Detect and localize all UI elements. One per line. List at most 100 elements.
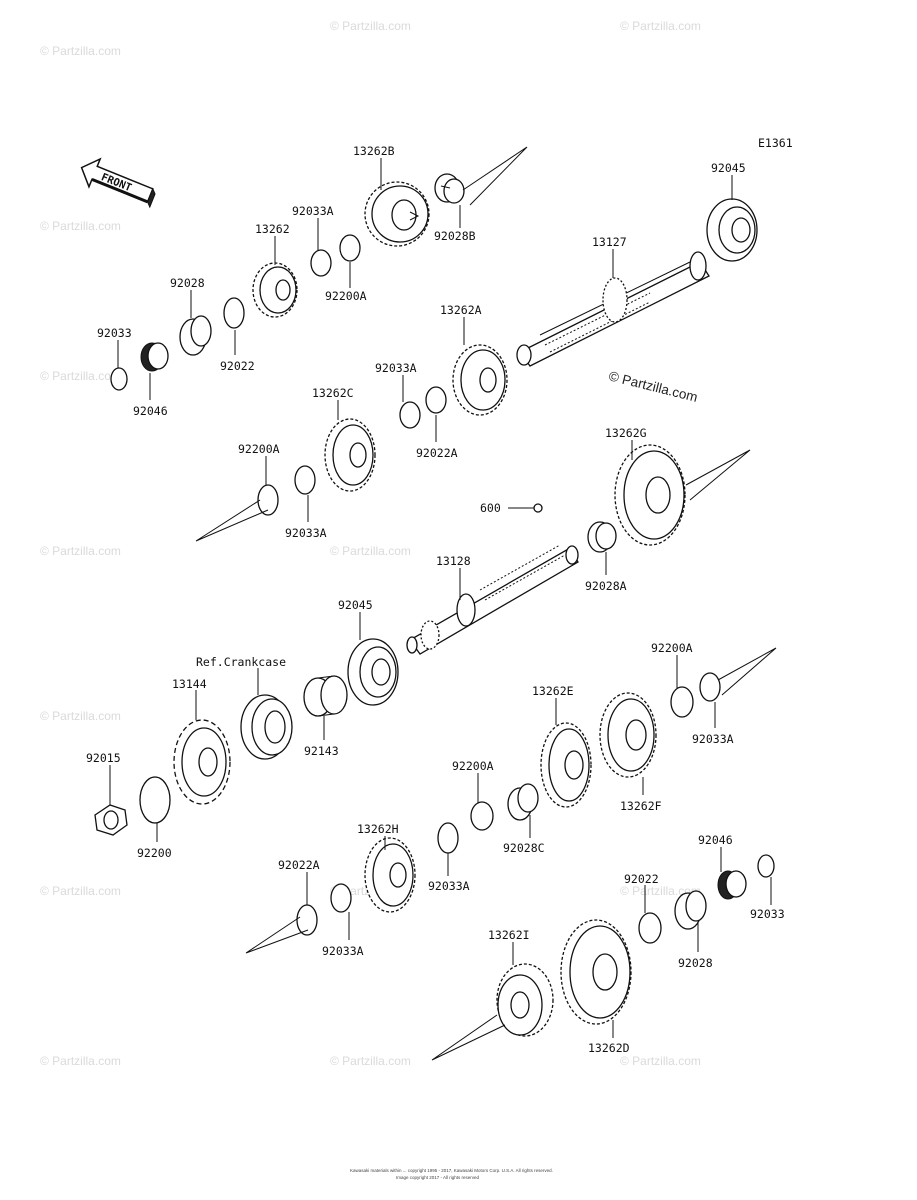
bearing-92045-mid [347,638,399,706]
label-13262F: 13262F [620,799,662,813]
gear-13262B [364,181,430,247]
label-92200: 92200 [137,846,172,860]
ring-92033A-1 [310,249,332,277]
watermark: © Partzilla.com [620,884,701,898]
label-92033A-6: 92033A [322,944,364,958]
ring-92033A-2 [399,401,421,429]
washer-92200 [139,776,171,824]
oil-seal [240,694,293,760]
label-92033A-1: 92033A [292,204,334,218]
label-92046-top: 92046 [133,404,168,418]
bearing-92045-top [706,198,758,262]
watermark: © Partzilla.com [330,544,411,558]
label-92033A-4: 92033A [692,732,734,746]
label-13144: 13144 [172,677,207,691]
ring-92033A-3 [294,465,316,495]
label-13262G: 13262G [605,426,647,440]
watermark: © Partzilla.com [330,19,411,33]
washer-92022-bot [638,912,662,944]
label-92033A-3: 92033A [285,526,327,540]
sleeve-92143 [303,675,348,717]
connector-line [685,449,751,501]
label-92045-top: 92045 [711,161,746,175]
label-92022A-2: 92022A [278,858,320,872]
label-13262D: 13262D [588,1041,630,1055]
bushing-92028-top [179,315,212,356]
label-92028A: 92028A [585,579,627,593]
ring-92033A-6 [330,883,352,913]
label-13262A: 13262A [440,303,482,317]
label-92033A-5: 92033A [428,879,470,893]
label-92200A-2: 92200A [238,442,280,456]
label-92200A-3: 92200A [651,641,693,655]
washer-92200A-3 [670,686,694,718]
watermark: © Partzilla.com [40,884,121,898]
label-13128: 13128 [436,554,471,568]
connector-line [431,1014,506,1061]
label-92200A-4: 92200A [452,759,494,773]
label-92200A-1: 92200A [325,289,367,303]
gear-13262 [252,262,298,318]
label-92022A-1: 92022A [416,446,458,460]
bushing-92028-bot [674,890,707,930]
connector-line [462,146,528,206]
connector-line [245,916,309,954]
washer-92200A-1 [339,234,361,262]
connector-line [717,647,777,696]
watermark: © Partzilla.com [40,544,121,558]
gear-13262C [324,418,376,492]
ring-92033A-4 [699,672,721,702]
washer-92200A-4 [470,801,494,831]
bearing-92046-bot [717,870,747,900]
ring-92033A-5 [437,822,459,854]
label-92022-top: 92022 [220,359,255,373]
label-92033A-2: 92033A [375,361,417,375]
ring-92033-bot [757,854,775,878]
sprocket-13144 [173,719,231,805]
diagram-code: E1361 [758,136,793,150]
label-92028-top: 92028 [170,276,205,290]
label-92033-bot: 92033 [750,907,785,921]
watermark-layer: © Partzilla.com © Partzilla.com © Partzi… [40,19,701,1068]
label-13262B: 13262B [353,144,395,158]
ring-92033-top [110,367,128,391]
label-13262H: 13262H [357,822,399,836]
watermark-main: © Partzilla.com [607,368,699,405]
shaft-13127 [516,251,710,367]
footer-copyright-2: Image copyright 2017 - All rights reserv… [396,1175,480,1180]
label-600: 600 [480,501,501,515]
watermark: © Partzilla.com [620,19,701,33]
nut-92015 [94,804,128,836]
watermark: © Partzilla.com [40,219,121,233]
washer-92022A-1 [425,386,447,414]
footer-copyright: Kawasaki materials within ... copyright … [350,1168,553,1173]
label-13262: 13262 [255,222,290,236]
washer-92200A-2 [257,484,279,516]
gear-13262D [560,919,632,1025]
front-arrow-icon: FRONT [80,157,156,209]
connector-line [195,499,269,542]
bearing-92028A [587,521,617,553]
label-13127: 13127 [592,235,627,249]
label-92028-bot: 92028 [678,956,713,970]
gear-13262I [496,963,554,1037]
gear-13262H [364,837,416,913]
gear-13262A [452,344,508,416]
watermark: © Partzilla.com [40,709,121,723]
watermark: © Partzilla.com [40,369,121,383]
watermark: © Partzilla.com [40,44,121,58]
marker-600 [533,503,543,513]
label-92033-top: 92033 [97,326,132,340]
label-92028B: 92028B [434,229,476,243]
watermark: © Partzilla.com [40,1054,121,1068]
gear-13262G [614,444,686,546]
bearing-92046-top [140,342,169,372]
label-92046-bot: 92046 [698,833,733,847]
label-92015: 92015 [86,751,121,765]
bearing-92028B [434,173,465,204]
label-92022-bot: 92022 [624,872,659,886]
watermark: © Partzilla.com [330,1054,411,1068]
washer-92022-top [223,297,245,329]
watermark: © Partzilla.com [620,1054,701,1068]
